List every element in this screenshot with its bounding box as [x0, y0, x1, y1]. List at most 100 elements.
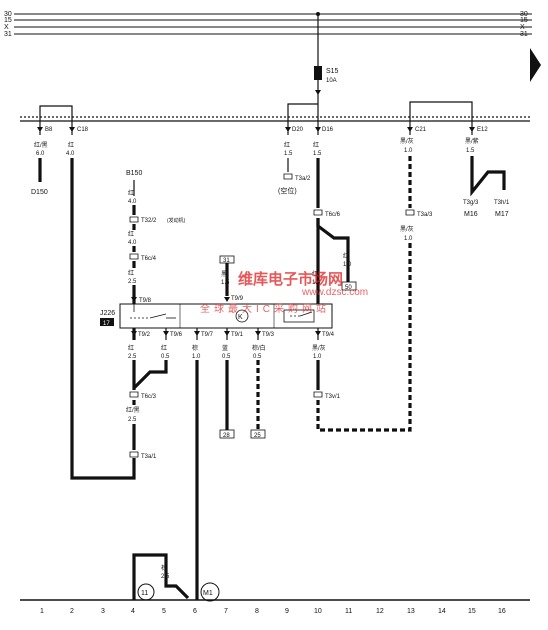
bus-label-30-right: 30 — [520, 11, 528, 18]
component-b150: B150 — [126, 170, 142, 177]
pin-t93: T9/3 — [262, 332, 275, 338]
wire-t6c6-color: 红 — [343, 252, 349, 260]
ground-section: 棕 2.5 11 M1 — [132, 553, 220, 602]
wire-d16-color: 红 — [313, 141, 319, 149]
wire-c21-size: 1.0 — [404, 148, 413, 154]
pin-t92: T9/2 — [138, 332, 151, 338]
watermark: 维库电子市场网 www.dzsc.com 全球最大IC采购网站 — [200, 270, 368, 315]
wire-c21-color: 黑/灰 — [400, 137, 414, 145]
continue-arrow-icon — [530, 48, 541, 82]
col-num-14: 14 — [438, 608, 446, 615]
wire-b150-size: 4.0 — [128, 199, 137, 205]
conn-t3a1: T3a/1 — [141, 454, 157, 460]
conn-c21: C21 — [415, 127, 427, 133]
wire-d20-size: 1.5 — [284, 151, 293, 157]
ref-25: 25 — [254, 433, 261, 439]
wire-t92-size: 2.5 — [128, 354, 137, 360]
pin-t99: T9/9 — [231, 296, 244, 302]
conn-d20: D20 — [292, 127, 304, 133]
col-num-8: 8 — [255, 608, 259, 615]
conn-t3h1: T3h/1 — [494, 200, 510, 206]
col-num-9: 9 — [285, 608, 289, 615]
wire-b8-size: 6.0 — [36, 151, 45, 157]
wire-t6c3-color: 红/黑 — [126, 406, 140, 414]
wire-t96-size: 0.5 — [161, 354, 170, 360]
pin-t97: T9/7 — [201, 332, 214, 338]
fuse-s15: S15 10A — [314, 14, 339, 100]
pin-t94: T9/4 — [322, 332, 335, 338]
bus-label-x-right: X — [520, 24, 525, 31]
bus-label-31-right: 31 — [520, 31, 528, 38]
bus-label-31-left: 31 — [4, 31, 12, 38]
t3v1-connector: T3v/1 — [313, 391, 341, 400]
col-num-13: 13 — [407, 608, 415, 615]
wire-ground-color: 棕 — [161, 564, 167, 572]
col-num-16: 16 — [498, 608, 506, 615]
bus-label-15-right: 15 — [520, 17, 528, 24]
col-num-15: 15 — [468, 608, 476, 615]
b150-feed: B150 红 4.0 T32/2 (发动机) 红 4.0 T6c/4 红 2.5… — [126, 170, 186, 304]
conn-t32-note: (发动机) — [167, 217, 186, 224]
conn-t32: T32/2 — [141, 218, 157, 224]
conn-t3a2: T3a/2 — [295, 176, 311, 182]
wire-b150-2-color: 红 — [128, 230, 134, 238]
fuse-box-border — [20, 116, 530, 122]
wire-b150-color: 红 — [128, 189, 134, 197]
bus-label-30-left: 30 — [4, 11, 12, 18]
wire-ground-size: 2.5 — [161, 574, 170, 580]
conn-e12: E12 — [477, 127, 488, 133]
bus-label-15-left: 15 — [4, 17, 12, 24]
col-num-5: 5 — [162, 608, 166, 615]
watermark-line2: 全球最大IC采购网站 — [200, 302, 330, 315]
wire-t6c6-b-size: 1.0 — [312, 280, 321, 286]
t6c3-t3a1: T6c/3 红/黑 2.5 T3a/1 — [126, 391, 157, 462]
component-d150: D150 — [31, 189, 48, 196]
wire-b150-2-size: 4.0 — [128, 240, 137, 246]
c21-path: T3a/3 黑/灰 1.0 — [316, 209, 433, 432]
conn-t6c6: T6c/6 — [325, 212, 341, 218]
wire-t92-color: 红 — [128, 344, 134, 352]
ground-m1: M1 — [203, 590, 213, 597]
wire-e12-size: 1.5 — [466, 148, 475, 154]
col-num-1: 1 — [40, 608, 44, 615]
column-numbers: 1 2 3 4 5 6 7 8 9 10 11 12 13 14 15 16 — [40, 608, 506, 615]
component-m17: M17 — [495, 211, 509, 218]
connector-b8-c18: B8 C18 红/黑 6.0 D150 红 4.0 — [31, 105, 136, 480]
fuse-rating: 10A — [326, 78, 337, 84]
col-num-3: 3 — [101, 608, 105, 615]
watermark-url: www.dzsc.com — [301, 287, 368, 298]
wire-b8-color: 红/黑 — [34, 141, 48, 149]
wire-t94-size: 1.0 — [313, 354, 322, 360]
wire-t94-color: 黑/灰 — [312, 344, 326, 352]
conn-c18: C18 — [77, 127, 89, 133]
wire-e12-color: 黑/紫 — [465, 137, 479, 145]
wire-j226-in-color: 红 — [128, 269, 134, 277]
j226-outputs: T9/2 红 2.5 T9/6 红 0.5 T9/7 棕 1.0 T9/1 蓝 … — [128, 328, 335, 586]
wire-t99-color: 黑 — [221, 271, 227, 278]
component-m16: M16 — [464, 211, 478, 218]
module-k-symbol: K — [238, 314, 243, 321]
col-num-7: 7 — [224, 608, 228, 615]
pin-t99-feed: 31 黑 1.5 T9/9 — [219, 255, 244, 302]
t6c6-branch: T6c/6 红 1.0 50 红 1.0 — [312, 209, 357, 304]
wire-t93-size: 0.5 — [253, 354, 262, 360]
wire-t97-size: 1.0 — [192, 354, 201, 360]
wire-t6c6-size: 1.0 — [343, 262, 352, 268]
wire-c21-b-size: 1.0 — [404, 236, 413, 242]
wire-t6c3-size: 2.5 — [128, 417, 137, 423]
wire-j226-in-size: 2.5 — [128, 279, 137, 285]
col-num-4: 4 — [131, 608, 135, 615]
conn-t3a3: T3a/3 — [417, 212, 433, 218]
conn-t3a2-note: (空位) — [278, 186, 297, 195]
col-num-10: 10 — [314, 608, 322, 615]
pin-t98: T9/8 — [139, 298, 152, 304]
bus-label-x-left: X — [4, 24, 9, 31]
wire-t97-color: 棕 — [192, 344, 198, 352]
col-num-2: 2 — [70, 608, 74, 615]
wire-t91-color: 蓝 — [222, 344, 228, 352]
connector-c21-e12: C21 E12 黑/灰 1.0 黑/紫 1.5 T3g/3 T3h/1 M16 … — [400, 101, 510, 218]
ref-28: 28 — [223, 433, 230, 439]
wire-c18-color: 红 — [68, 141, 74, 149]
conn-d16: D16 — [322, 127, 334, 133]
